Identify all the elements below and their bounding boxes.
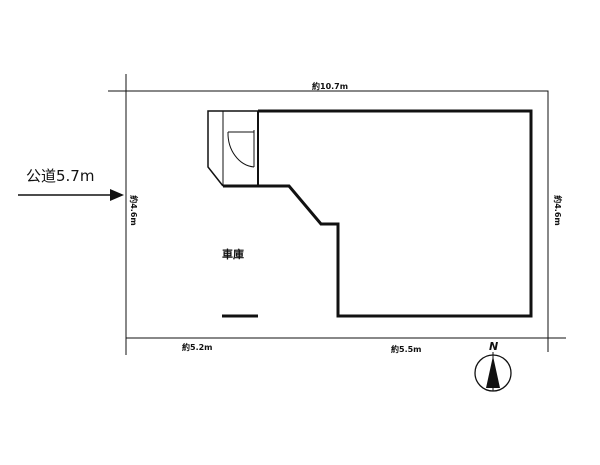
top-width-label: 約10.7m xyxy=(312,82,349,91)
arrow-right-icon xyxy=(18,189,124,201)
lot-boundary xyxy=(125,90,549,339)
right-depth-label: 約4.6m xyxy=(552,195,562,226)
compass-north-letter: N xyxy=(489,340,499,353)
compass-north-icon xyxy=(474,352,512,392)
bottom-left-width-label: 約5.2m xyxy=(182,343,213,352)
house-outline xyxy=(258,109,533,318)
door-swing-icon xyxy=(227,131,255,168)
entrance-outline xyxy=(207,110,258,187)
left-depth-label: 約4.6m xyxy=(128,195,138,226)
bottom-right-width-label: 約5.5m xyxy=(391,345,422,354)
garage-label: 車庫 xyxy=(222,248,244,261)
road-label: 公道5.7m xyxy=(26,167,95,185)
